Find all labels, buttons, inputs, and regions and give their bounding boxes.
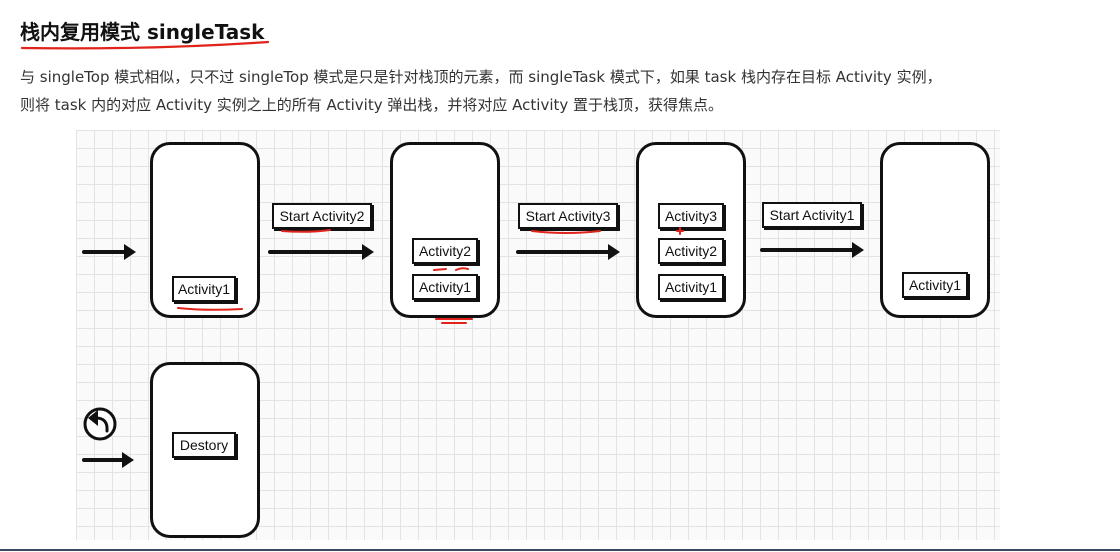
start-activity2-label: Start Activity2	[272, 203, 372, 229]
diagram-arrows-and-annotations	[82, 227, 864, 468]
arrow-right-icon	[82, 244, 136, 260]
description-line-2: 则将 task 内的对应 Activity 实例之上的所有 Activity 弹…	[20, 96, 724, 114]
start-activity3-label: Start Activity3	[518, 203, 618, 229]
arrow-right-icon	[516, 244, 620, 260]
arrow-right-icon	[82, 452, 134, 468]
description-line-1: 与 singleTop 模式相似，只不过 singleTop 模式是只是针对栈顶…	[20, 68, 942, 86]
arrow-right-icon	[268, 244, 374, 260]
stack-3-activity2: Activity2	[658, 238, 724, 264]
start-activity1-label: Start Activity1	[762, 202, 862, 228]
singletask-diagram: Activity1 Start Activity2 Activity2 Acti…	[76, 130, 1000, 540]
red-annotations	[177, 227, 684, 324]
stack-2-activity1: Activity1	[412, 274, 478, 300]
stack-4-activity1: Activity1	[902, 272, 968, 298]
destory-label: Destory	[172, 432, 236, 458]
stack-3-activity3: Activity3	[658, 203, 724, 229]
bottom-divider	[0, 549, 1120, 551]
arrow-right-icon	[760, 242, 864, 258]
stack-3-activity1: Activity1	[658, 274, 724, 300]
stack-1-activity1: Activity1	[172, 276, 236, 302]
page-title: 栈内复用模式 singleTask	[20, 20, 265, 44]
back-icon	[83, 407, 117, 441]
stack-2-activity2: Activity2	[412, 238, 478, 264]
title-underline-annotation	[20, 40, 270, 50]
